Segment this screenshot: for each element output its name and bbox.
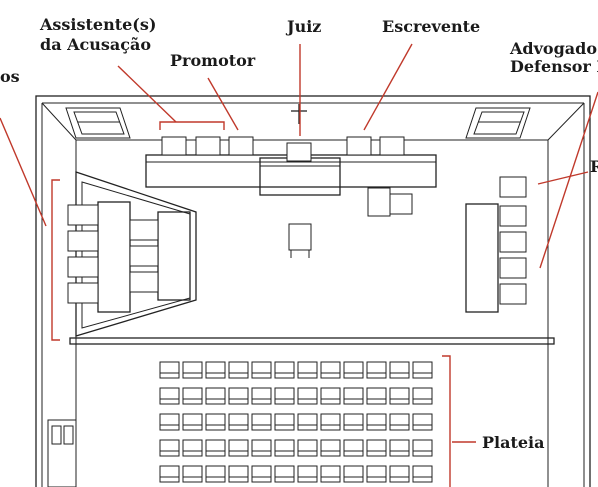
label-plateia: Plateia — [482, 433, 545, 452]
audience-seat — [182, 387, 203, 405]
audience-seat — [274, 465, 295, 483]
audience-seat — [182, 413, 203, 431]
audience-seat — [297, 361, 318, 379]
audience-seat — [412, 413, 433, 431]
audience-seat — [251, 361, 272, 379]
divider-rail — [69, 337, 555, 345]
audience-seat — [389, 361, 410, 379]
witness-chair — [367, 187, 413, 217]
audience-seat — [297, 439, 318, 457]
audience-seat — [182, 465, 203, 483]
audience-seat — [251, 413, 272, 431]
label-promotor: Promotor — [170, 51, 256, 70]
audience-seat — [320, 465, 341, 483]
audience-seat — [297, 387, 318, 405]
jury-box — [67, 171, 197, 337]
audience-seat — [389, 439, 410, 457]
audience-seat — [320, 361, 341, 379]
audience-seat — [251, 465, 272, 483]
audience-seat — [274, 413, 295, 431]
audience-seat — [389, 465, 410, 483]
crucifix-icon — [291, 104, 307, 124]
audience-seat — [389, 413, 410, 431]
audience-seat — [228, 387, 249, 405]
label-reu: R — [590, 157, 598, 176]
audience-seat — [205, 413, 226, 431]
audience-seat — [389, 387, 410, 405]
audience-seat — [412, 439, 433, 457]
center-chair — [288, 223, 312, 258]
label-advogado-line2: Defensor P — [510, 57, 598, 76]
audience-seat — [320, 413, 341, 431]
room-walls — [35, 95, 591, 487]
audience-seat — [343, 439, 364, 457]
audience-seat — [366, 465, 387, 483]
audience-seat — [366, 413, 387, 431]
door-icon — [47, 419, 77, 487]
audience-seat — [205, 361, 226, 379]
audience-seat — [343, 465, 364, 483]
label-escrevente: Escrevente — [382, 17, 480, 36]
label-jurados: os — [0, 67, 20, 86]
audience-seat — [412, 465, 433, 483]
labels: os Assistente(s) da Acusação Promotor Ju… — [0, 15, 598, 452]
audience-seat — [159, 361, 180, 379]
audience-seat — [274, 439, 295, 457]
audience-seat — [159, 465, 180, 483]
audience-seat — [251, 439, 272, 457]
audience-seat — [297, 465, 318, 483]
label-juiz: Juiz — [285, 17, 321, 36]
label-advogado-line1: Advogado / — [509, 39, 598, 58]
audience-seat — [412, 361, 433, 379]
audience-seat — [251, 387, 272, 405]
label-assistentes-line2: da Acusação — [40, 35, 151, 54]
audience-seat — [366, 387, 387, 405]
bench-chairs — [161, 136, 405, 162]
audience-seat — [228, 465, 249, 483]
label-assistentes-line1: Assistente(s) — [39, 15, 156, 34]
annotation-lines — [0, 43, 598, 487]
window-left — [65, 107, 131, 139]
defense-table — [465, 176, 527, 313]
audience-seat — [297, 413, 318, 431]
audience-seat — [320, 387, 341, 405]
audience-seat — [228, 439, 249, 457]
audience-seat — [412, 387, 433, 405]
audience-seat — [159, 387, 180, 405]
audience-seat — [274, 361, 295, 379]
audience-seat — [320, 439, 341, 457]
window-right — [465, 107, 531, 139]
audience-seat — [205, 387, 226, 405]
audience-seat — [159, 439, 180, 457]
audience-seat — [159, 413, 180, 431]
audience-seat — [343, 413, 364, 431]
audience-seat — [366, 361, 387, 379]
audience-seat — [182, 361, 203, 379]
audience-seat — [343, 361, 364, 379]
audience-seat — [343, 387, 364, 405]
audience-seat — [182, 439, 203, 457]
audience-seat — [205, 465, 226, 483]
audience-seat — [366, 439, 387, 457]
audience-seat — [228, 361, 249, 379]
audience-seat — [228, 413, 249, 431]
audience-seating — [159, 361, 433, 483]
audience-seat — [205, 439, 226, 457]
audience-seat — [274, 387, 295, 405]
